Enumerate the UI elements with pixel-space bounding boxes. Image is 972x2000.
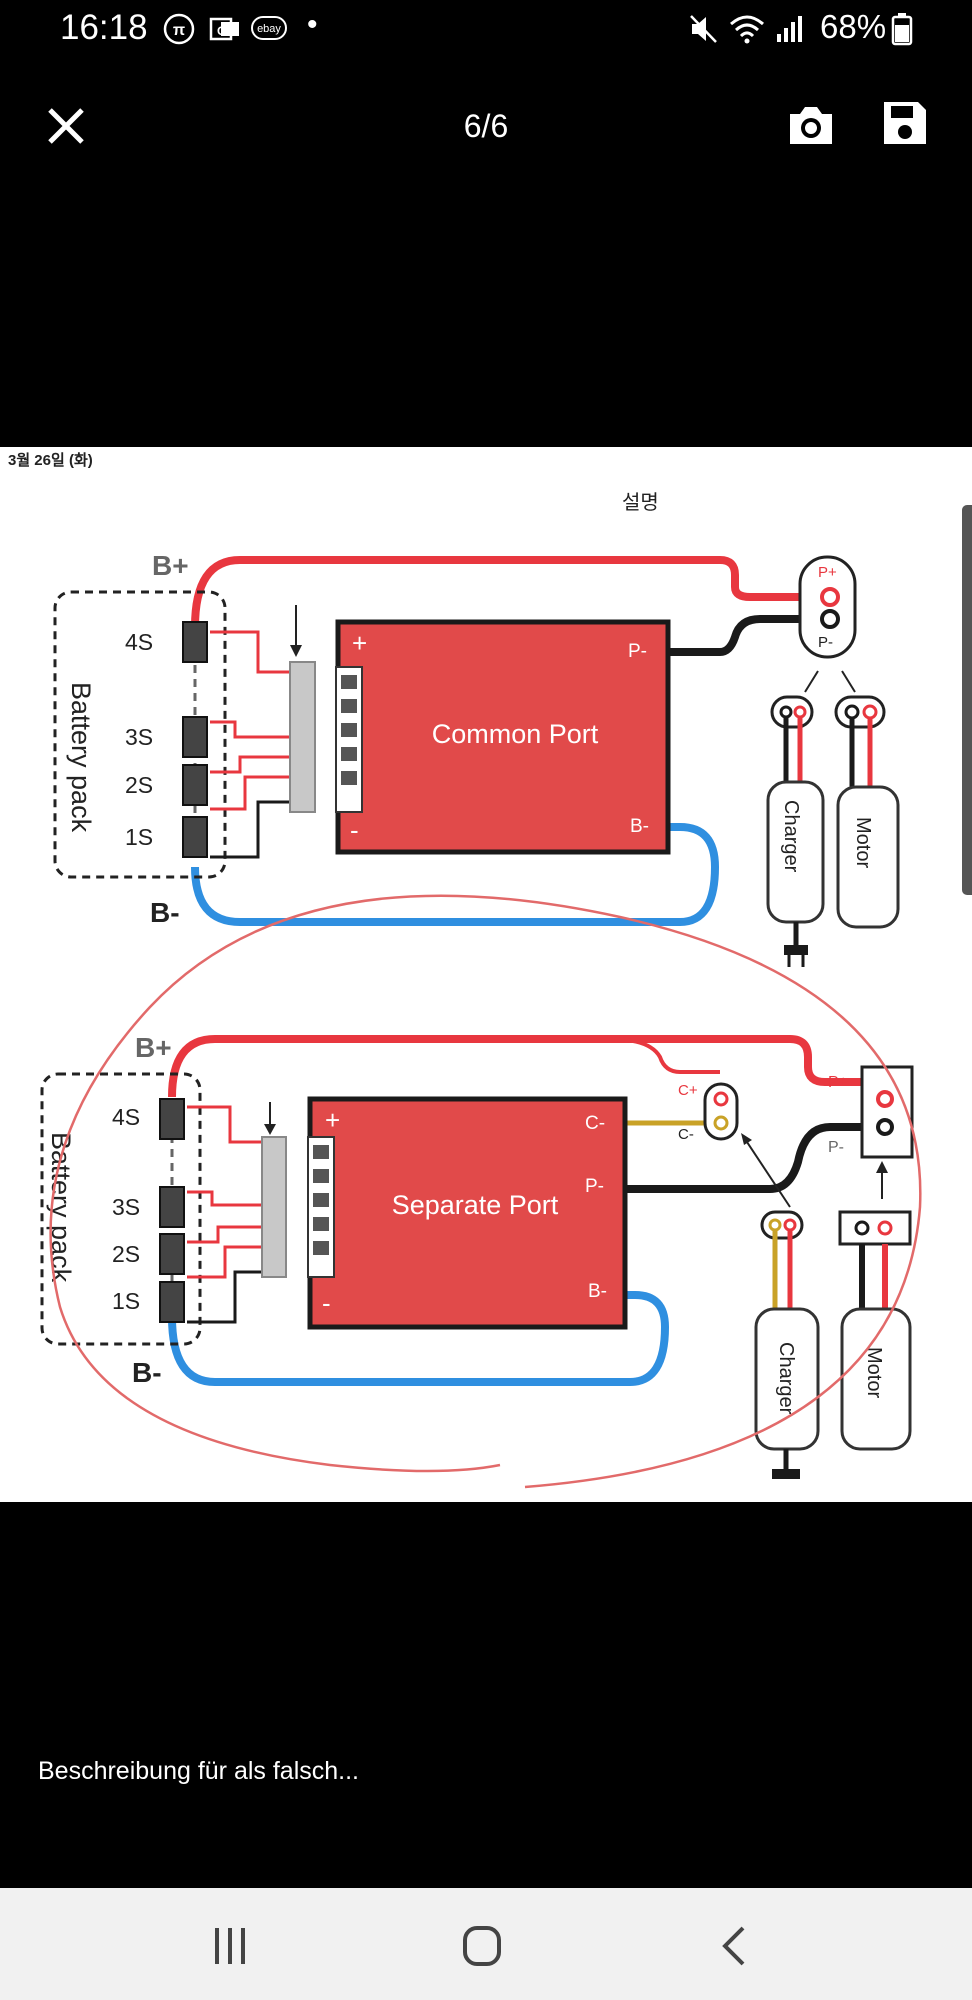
conn-p-minus-2: P- [828,1139,844,1156]
board-plus: + [352,628,367,658]
cell-3s [182,716,208,758]
close-icon[interactable] [44,104,88,153]
conn-p-plus-2: P+ [828,1074,848,1091]
ebay-label: ebay [257,23,281,35]
viewer-top-bar: 6/6 [0,70,972,180]
cell-label-2s: 2S [125,772,153,798]
cell-label-1s: 1S [125,824,153,850]
conn-p-plus: P+ [818,564,837,581]
date-header: 3월 26일 (화) [8,452,93,469]
cell-label-4s: 4S [125,629,153,655]
cell-3s-2 [159,1186,185,1228]
b-minus-label-2: B- [132,1357,162,1388]
wiring-diagram: 3월 26일 (화) 설명 Battery pack 4S 3S 2S 1S B… [8,452,922,1489]
back-icon[interactable] [695,1918,775,1978]
notification-dot: • [307,8,318,41]
b-plus-label-2: B+ [135,1032,172,1063]
cell-1s-2 [159,1281,185,1323]
battery-icon [891,12,913,51]
cell-2s-2 [159,1233,185,1275]
save-icon[interactable] [882,100,928,151]
motor-label-2: Motor [863,1347,885,1398]
board-minus: - [350,815,359,845]
image-counter: 6/6 [463,108,509,144]
recents-icon[interactable] [190,1918,270,1978]
home-icon[interactable] [442,1918,522,1978]
common-port-diagram: Battery pack 4S 3S 2S 1S B+ B- [53,550,900,967]
b-plus-label: B+ [152,550,189,581]
image-caption[interactable]: Beschreibung für als falsch... [38,1757,359,1785]
cell-label-3s: 3S [125,724,153,750]
ebay-kleinanzeigen-icon: ebay [250,12,290,51]
conn-c-minus: C- [678,1126,694,1143]
port-c-minus: C- [585,1113,605,1134]
battery-pack-label: Battery pack [66,682,96,833]
annotation-circle [49,894,922,1489]
nav-bar [0,1888,972,2000]
motor-label: Motor [852,817,874,868]
wifi-icon [727,12,767,51]
image-panel[interactable]: 3월 26일 (화) 설명 Battery pack 4S 3S 2S 1S B… [0,447,972,1502]
charger-label-2: Charger [775,1342,797,1415]
svg-text:π: π [173,22,185,39]
cell-2s [182,764,208,806]
port-p-minus-2: P- [585,1176,604,1197]
section-title: 설명 [622,491,659,514]
status-time: 16:18 [60,8,148,47]
cell-1s [182,816,208,858]
board-plus-2: + [325,1105,340,1135]
battery-percent: 68% [820,8,887,45]
cell-4s-2 [159,1098,185,1140]
camera-icon[interactable] [786,102,836,153]
signal-icon [775,12,805,51]
charger-label: Charger [780,800,802,873]
port-p-minus: P- [628,641,647,662]
outlook-icon: O [207,12,243,51]
status-bar: 16:18 π O ebay • 68% [0,0,972,60]
b-minus-label: B- [150,897,180,928]
cell-4s [182,621,208,663]
mute-icon [688,12,720,51]
motor-box [836,785,900,929]
cell-label-1s-2: 1S [112,1288,140,1314]
motor-box-2 [840,1307,912,1451]
svg-text:O: O [217,24,226,38]
conn-c-plus: C+ [678,1082,698,1099]
separate-port-diagram: Battery pack 4S 3S 2S 1S B+ B- [40,1032,914,1479]
port-b-minus: B- [630,816,649,837]
board-minus-2: - [322,1288,331,1318]
cell-label-4s-2: 4S [112,1104,140,1130]
port-b-minus-2: B- [588,1281,607,1302]
cell-label-2s-2: 2S [112,1241,140,1267]
scroll-handle[interactable] [962,505,972,895]
board-label-2: Separate Port [392,1190,559,1220]
pi-icon: π [162,12,196,51]
board-label: Common Port [432,719,599,749]
cell-label-3s-2: 3S [112,1194,140,1220]
conn-p-minus: P- [818,634,833,651]
